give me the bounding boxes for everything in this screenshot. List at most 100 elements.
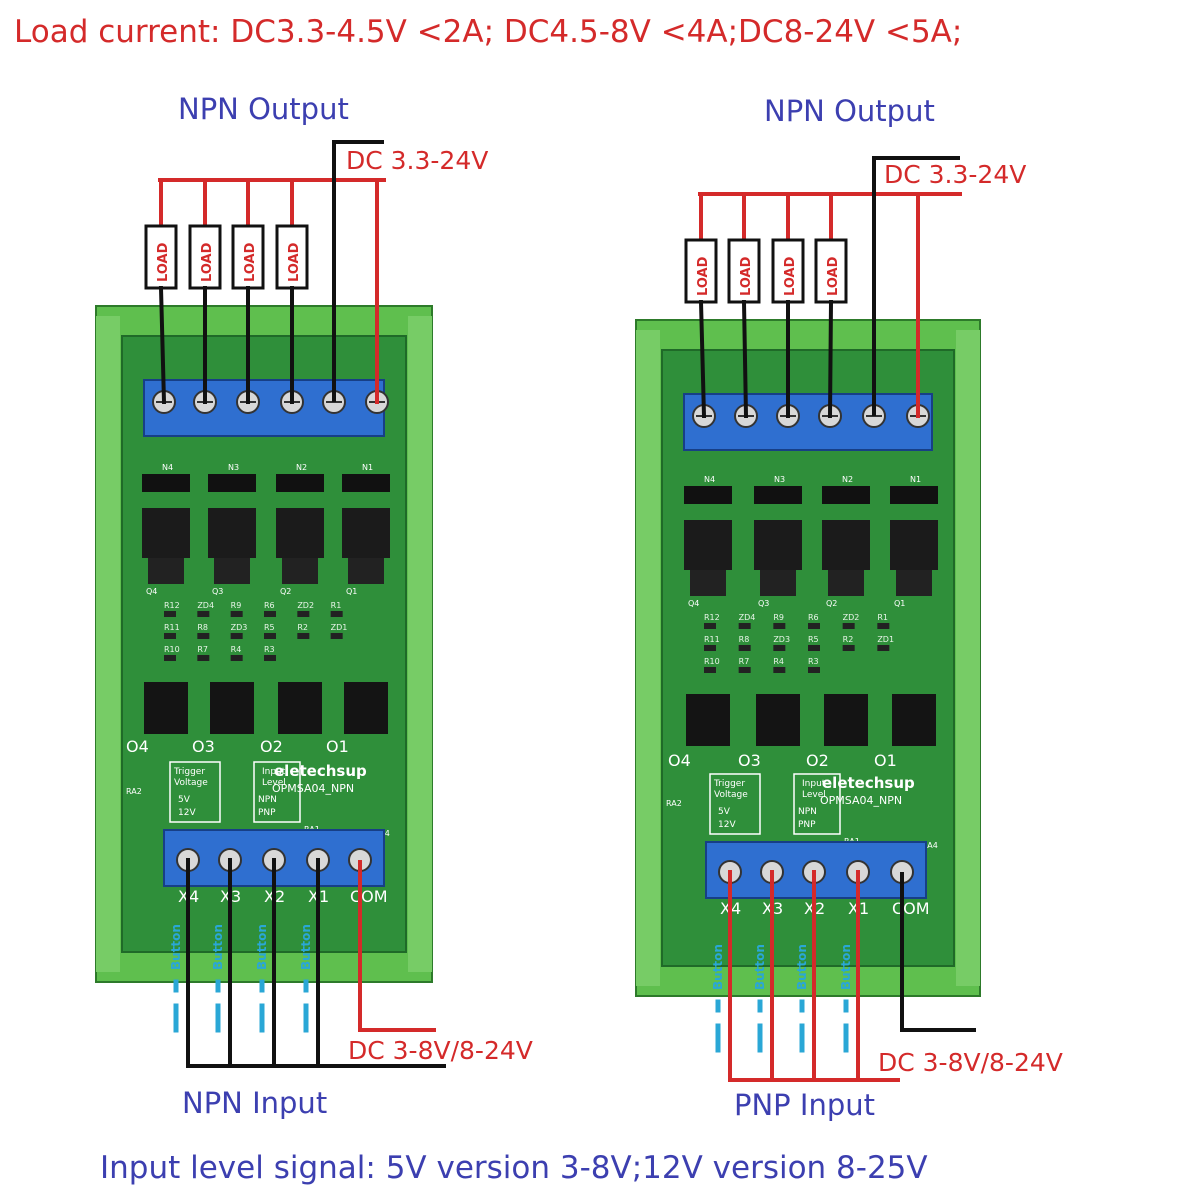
- mosfet-q4: [684, 520, 732, 570]
- din-rail-side-right: [956, 330, 980, 986]
- load-output-wire: [698, 299, 707, 419]
- load-resistor: [814, 238, 848, 304]
- trigger-title: Voltage: [174, 778, 208, 788]
- load-label: LOAD: [739, 256, 754, 296]
- mosfet-label: Q1: [894, 599, 905, 608]
- din-rail-side-right: [408, 316, 432, 972]
- optocoupler: [344, 682, 388, 734]
- load-output-wire: [741, 299, 749, 419]
- trigger-title: Voltage: [714, 790, 748, 800]
- mosfet-q2: [822, 520, 870, 570]
- smd-resistor: [197, 633, 210, 639]
- chip-n2: [822, 486, 870, 504]
- smd-resistor: [197, 611, 210, 617]
- load-output-wire: [158, 285, 167, 405]
- mosfet-label: Q2: [826, 599, 837, 608]
- chip-n1: [342, 474, 390, 492]
- chip-n1: [890, 486, 938, 504]
- optocoupler: [756, 694, 800, 746]
- mosfet-q1: [342, 508, 390, 558]
- chip-n3: [754, 486, 802, 504]
- load-label: LOAD: [156, 242, 171, 282]
- chip-n2: [276, 474, 324, 492]
- mosfet-tab: [760, 570, 796, 596]
- mosfet-q2: [276, 508, 324, 558]
- mosfet-q3: [208, 508, 256, 558]
- smd-resistor: [297, 633, 310, 639]
- supply-ground-wire: [872, 156, 960, 416]
- resistor-label: R2: [843, 635, 854, 644]
- smd-resistor: [230, 655, 243, 661]
- level-title: Level: [802, 790, 826, 800]
- smd-resistor: [164, 633, 176, 639]
- trigger-option-12v: 12V: [178, 808, 196, 818]
- output-label: O1: [326, 737, 349, 756]
- model-label: OPMSA04_NPN: [820, 794, 902, 807]
- resistor-label: R11: [704, 635, 720, 644]
- smd-resistor: [330, 611, 343, 617]
- load-label: LOAD: [200, 242, 215, 282]
- com-wire: [358, 860, 436, 1032]
- level-option-npn: NPN: [798, 807, 817, 817]
- left-input-title: NPN Input: [182, 1086, 328, 1120]
- right-output-supply: DC 3.3-24V: [884, 160, 1027, 189]
- mosfet-label: Q3: [758, 599, 769, 608]
- output-label: O2: [260, 737, 283, 756]
- input-level-footer: Input level signal: 5V version 3-8V;12V …: [100, 1150, 928, 1186]
- right-input-supply: DC 3-8V/8-24V: [878, 1048, 1063, 1077]
- button-label: Button: [839, 944, 853, 990]
- resistor-label: R12: [164, 601, 180, 610]
- resistor-label: R10: [164, 645, 180, 654]
- com-wire: [900, 872, 976, 1032]
- resistor-label: R11: [164, 623, 180, 632]
- smd-resistor: [842, 623, 855, 629]
- mosfet-label: Q4: [688, 599, 699, 608]
- resistor-label: R9: [231, 601, 242, 610]
- trigger-voltage-box: [709, 773, 761, 835]
- smd-resistor: [773, 645, 786, 651]
- chip-label: N4: [162, 463, 173, 472]
- button-label: Button: [753, 944, 767, 990]
- smd-resistor: [297, 611, 310, 617]
- mosfet-q4: [142, 508, 190, 558]
- smd-resistor: [264, 655, 276, 661]
- smd-resistor: [264, 611, 276, 617]
- button-label: Button: [711, 944, 725, 990]
- button-label: Button: [255, 924, 269, 970]
- resistor-label: R6: [264, 601, 275, 610]
- smd-resistor: [877, 645, 890, 651]
- smd-resistor: [704, 667, 716, 673]
- load-resistor: [231, 224, 265, 290]
- load-label: LOAD: [783, 256, 798, 296]
- resistor-label: R12: [704, 613, 720, 622]
- optocoupler: [144, 682, 188, 734]
- chip-label: N4: [704, 475, 715, 484]
- smd-resistor: [877, 623, 890, 629]
- resistor-label: ZD4: [739, 613, 756, 622]
- output-label: O3: [738, 751, 761, 770]
- model-label: OPMSA04_NPN: [272, 782, 354, 795]
- output-label: O4: [668, 751, 691, 770]
- resistor-label: R7: [197, 645, 208, 654]
- smd-resistor: [704, 645, 716, 651]
- din-rail-side-left: [96, 316, 120, 972]
- brand-label: eletechsup: [822, 774, 915, 792]
- load-label: LOAD: [243, 242, 258, 282]
- chip-n4: [142, 474, 190, 492]
- resistor-label: ZD2: [297, 601, 314, 610]
- resistor-label: R5: [264, 623, 275, 632]
- optocoupler: [686, 694, 730, 746]
- chip-label: N3: [228, 463, 239, 472]
- mosfet-tab: [828, 570, 864, 596]
- resistor-label: R4: [773, 657, 784, 666]
- button-label: Button: [169, 924, 183, 970]
- resistor-label: ZD2: [843, 613, 860, 622]
- resistor-array-label: RA2: [126, 787, 142, 796]
- optocoupler: [824, 694, 868, 746]
- resistor-label: R3: [808, 657, 819, 666]
- left-input-supply: DC 3-8V/8-24V: [348, 1036, 533, 1065]
- smd-resistor: [808, 623, 820, 629]
- load-resistor: [684, 238, 718, 304]
- mosfet-label: Q1: [346, 587, 357, 596]
